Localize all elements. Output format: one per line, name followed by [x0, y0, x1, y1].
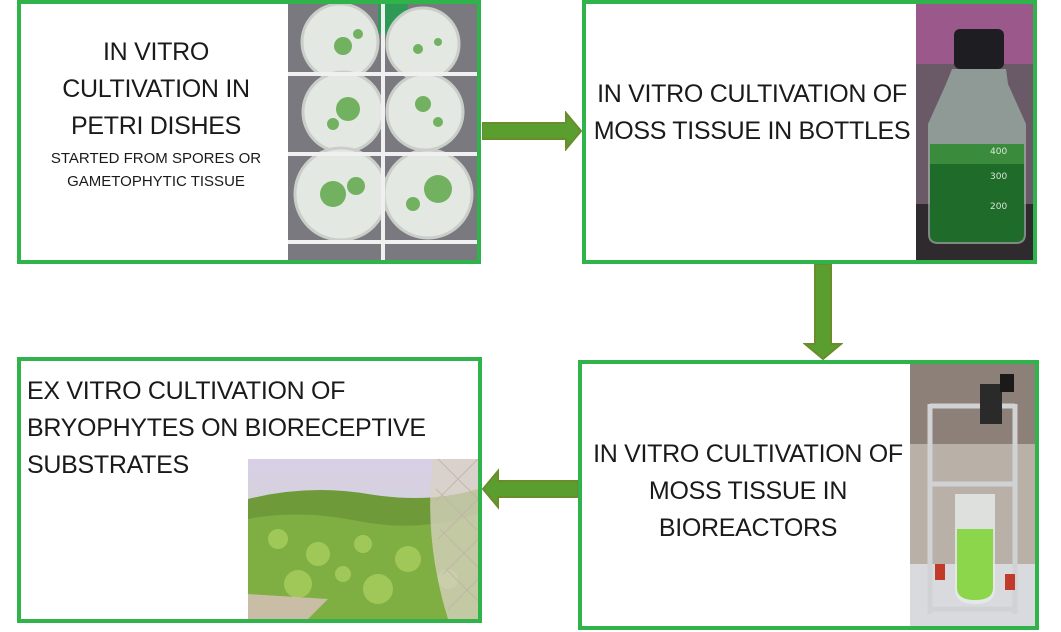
step-bioreactors-title: IN VITRO CULTIVATION OF MOSS TISSUE IN B…	[593, 440, 903, 542]
bottle-photo: 300 200 400	[916, 4, 1033, 260]
step-bottles-text: IN VITRO CULTIVATION OF MOSS TISSUE IN B…	[592, 76, 912, 150]
step-ex-vitro-title: EX VITRO CULTIVATION OF BRYOPHYTES ON BI…	[27, 377, 426, 479]
svg-text:400: 400	[990, 147, 1007, 157]
step-ex-vitro-text: EX VITRO CULTIVATION OF BRYOPHYTES ON BI…	[27, 373, 467, 484]
svg-text:200: 200	[990, 202, 1007, 212]
step-petri-dishes-box: IN VITRO CULTIVATION IN PETRI DISHES STA…	[17, 0, 481, 264]
petri-dishes-photo	[288, 4, 477, 260]
bioreactor-photo	[910, 364, 1035, 626]
svg-text:300: 300	[990, 172, 1007, 182]
step-petri-dishes-subtitle: STARTED FROM SPORES OR GAMETOPHYTIC TISS…	[50, 150, 262, 190]
step-petri-dishes-text: IN VITRO CULTIVATION IN PETRI DISHES STA…	[27, 34, 285, 193]
step-petri-dishes-title: IN VITRO CULTIVATION IN PETRI DISHES	[62, 38, 250, 140]
step-ex-vitro-box: EX VITRO CULTIVATION OF BRYOPHYTES ON BI…	[17, 357, 482, 623]
step-bottles-title: IN VITRO CULTIVATION OF MOSS TISSUE IN B…	[593, 80, 911, 145]
arrow-left	[482, 468, 578, 510]
step-bottles-box: IN VITRO CULTIVATION OF MOSS TISSUE IN B…	[582, 0, 1037, 264]
arrow-down	[803, 264, 843, 360]
step-bioreactors-box: IN VITRO CULTIVATION OF MOSS TISSUE IN B…	[578, 360, 1039, 630]
moss-substrate-photo	[248, 459, 478, 619]
arrow-right	[482, 111, 582, 151]
step-bioreactors-text: IN VITRO CULTIVATION OF MOSS TISSUE IN B…	[588, 436, 908, 547]
